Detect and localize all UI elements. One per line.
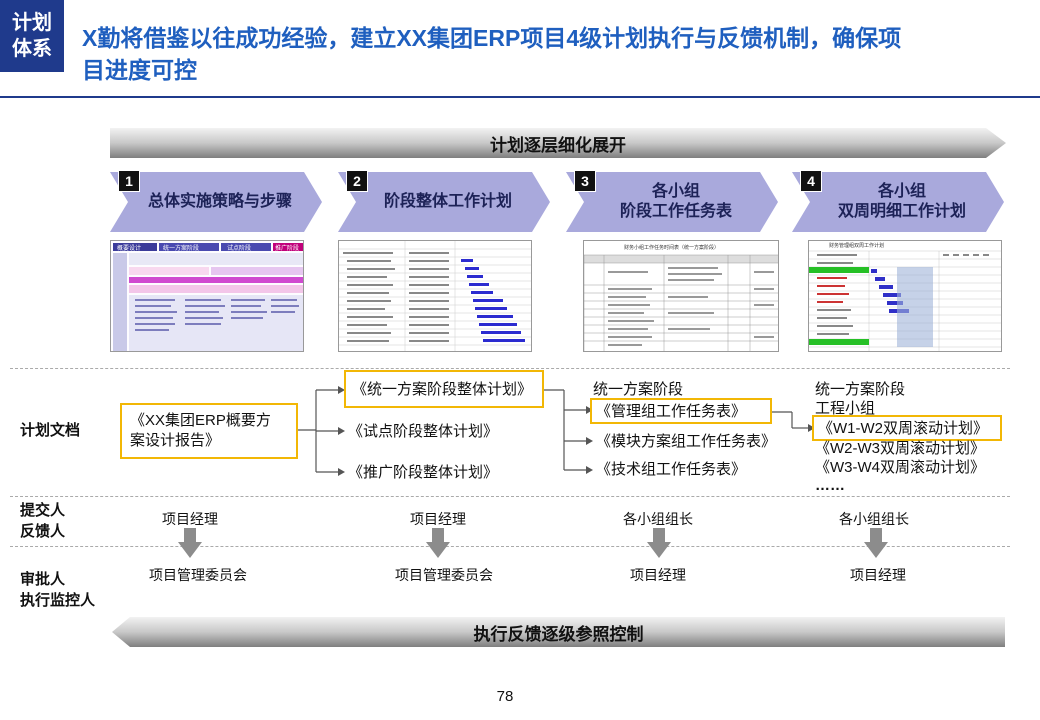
plan-expand-arrow: 计划逐层细化展开 — [110, 126, 1006, 160]
row-label-documents: 计划文档 — [20, 422, 81, 439]
stage-number: 3 — [574, 170, 596, 192]
stage-label: 各小组 双周明细工作计划 — [837, 183, 966, 220]
svg-text:推广阶段: 推广阶段 — [275, 244, 299, 252]
thumbnail-strategy: 概要设计 统一方案阶段 试点阶段 推广阶段 — [110, 240, 304, 352]
page-title: X勤将借鉴以往成功经验，建立XX集团ERP项目4级计划执行与反馈机制，确保项目进… — [82, 25, 902, 83]
submitter-col1: 项目经理 — [162, 511, 218, 527]
doc-w2-w3-plan[interactable]: 《W2-W3双周滚动计划》 — [815, 440, 985, 457]
col4-heading: 统一方案阶段 — [815, 381, 906, 398]
col4-subheading: 工程小组 — [815, 400, 876, 417]
doc-w3-w4-plan[interactable]: 《W3-W4双周滚动计划》 — [815, 459, 985, 476]
feedback-control-arrow: 执行反馈逐级参照控制 — [112, 615, 1005, 649]
row-label-submitter: 提交人 反馈人 — [20, 502, 66, 540]
doc-unified-plan[interactable]: 《统一方案阶段整体计划》 — [344, 370, 544, 408]
stage-number: 4 — [800, 170, 822, 192]
biweekly-gantt-thumbnail: 财务管理组双周工作计划 — [809, 241, 1001, 351]
doc-more-ellipsis: …… — [815, 477, 845, 494]
doc-pilot-plan[interactable]: 《试点阶段整体计划》 — [348, 423, 499, 440]
down-arrow-icon — [426, 528, 450, 558]
section-badge: 计划 体系 — [0, 0, 64, 72]
doc-tech-task-table[interactable]: 《技术组工作任务表》 — [596, 461, 747, 478]
left-arrow-shape — [112, 617, 1005, 647]
separator — [10, 546, 1010, 547]
stage-label: 阶段整体工作计划 — [383, 193, 512, 210]
col3-heading: 统一方案阶段 — [593, 381, 684, 398]
doc-mgmt-task-table[interactable]: 《管理组工作任务表》 — [590, 398, 772, 424]
chevron-shape — [566, 172, 778, 232]
separator — [10, 496, 1010, 497]
top-bar-label: 计划逐层细化展开 — [490, 135, 626, 155]
down-arrow-icon — [647, 528, 671, 558]
submitter-col2: 项目经理 — [410, 511, 466, 527]
bottom-bar-label: 执行反馈逐级参照控制 — [473, 624, 644, 644]
doc-module-task-table[interactable]: 《模块方案组工作任务表》 — [596, 433, 777, 450]
row-label-approver: 审批人 执行监控人 — [20, 571, 96, 609]
down-arrow-icon — [864, 528, 888, 558]
stage-4: 4 各小组 双周明细工作计划 — [792, 170, 1006, 232]
task-table-thumbnail: 财务小组工作任务时间表（统一方案阶段） — [584, 241, 778, 351]
svg-text:试点阶段: 试点阶段 — [227, 244, 251, 252]
approver-col1: 项目管理委员会 — [149, 567, 247, 583]
separator — [10, 368, 1010, 369]
doc-overall-design-report[interactable]: 《XX集团ERP概要方 案设计报告》 — [120, 403, 298, 459]
stage-number: 1 — [118, 170, 140, 192]
doc-w1-w2-plan[interactable]: 《W1-W2双周滚动计划》 — [812, 415, 1002, 441]
badge-line-2: 体系 — [12, 38, 52, 60]
chevron-shape — [338, 172, 550, 232]
gantt-thumbnail — [339, 241, 531, 351]
chevron-shape — [792, 172, 1004, 232]
down-arrow-icon — [178, 528, 202, 558]
badge-line-1: 计划 — [12, 12, 52, 34]
doc-rollout-plan[interactable]: 《推广阶段整体计划》 — [348, 464, 499, 481]
header-divider — [0, 96, 1040, 98]
stage-label: 各小组 阶段工作任务表 — [619, 183, 732, 220]
right-arrow-shape — [110, 128, 1006, 158]
approver-col3: 项目经理 — [630, 567, 686, 583]
stage-1: 1 总体实施策略与步骤 — [110, 170, 324, 232]
chevron-shape — [110, 172, 322, 232]
thumbnail-stage-plan — [338, 240, 532, 352]
strategy-diagram-thumbnail: 概要设计 统一方案阶段 试点阶段 推广阶段 — [111, 241, 303, 351]
svg-text:统一方案阶段: 统一方案阶段 — [163, 244, 199, 252]
stage-label: 总体实施策略与步骤 — [147, 193, 292, 210]
svg-text:概要设计: 概要设计 — [117, 244, 141, 252]
stage-3: 3 各小组 阶段工作任务表 — [566, 170, 780, 232]
submitter-col3: 各小组组长 — [623, 511, 693, 527]
svg-text:财务小组工作任务时间表（统一方案阶段）: 财务小组工作任务时间表（统一方案阶段） — [624, 244, 719, 251]
page-number: 78 — [496, 688, 514, 705]
submitter-col4: 各小组组长 — [839, 511, 909, 527]
stage-number: 2 — [346, 170, 368, 192]
approver-col2: 项目管理委员会 — [395, 567, 493, 583]
svg-text:财务管理组双周工作计划: 财务管理组双周工作计划 — [829, 242, 884, 249]
thumbnail-task-table: 财务小组工作任务时间表（统一方案阶段） — [583, 240, 779, 352]
approver-col4: 项目经理 — [850, 567, 906, 583]
thumbnail-biweekly-plan: 财务管理组双周工作计划 — [808, 240, 1002, 352]
stage-2: 2 阶段整体工作计划 — [338, 170, 552, 232]
